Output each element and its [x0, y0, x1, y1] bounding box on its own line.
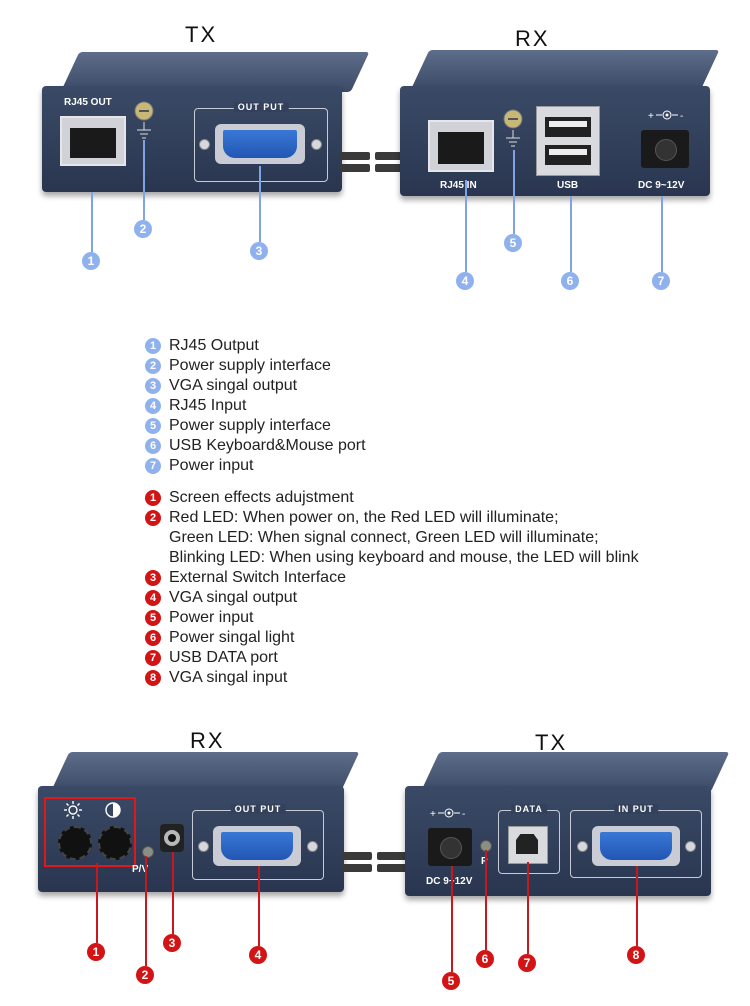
ground-screw-icon — [133, 100, 155, 140]
rj45-output-port[interactable] — [60, 116, 126, 166]
callout-badge-2: 2 — [134, 220, 152, 238]
pv-led — [142, 846, 154, 858]
svg-text:+: + — [648, 111, 654, 122]
contrast-knob[interactable] — [98, 826, 132, 860]
callout-badge-3: 3 — [163, 934, 181, 952]
rx-rj45-label: RJ45 IN — [440, 180, 477, 191]
dc-power-jack[interactable] — [641, 130, 689, 168]
list-item-continuation: Blinking LED: When using keyboard and mo… — [169, 549, 639, 566]
callout-badge-4: 4 — [456, 272, 474, 290]
svg-text:+: + — [430, 809, 436, 820]
callout-badge-4: 4 — [249, 946, 267, 964]
callout-badge-1: 1 — [82, 252, 100, 270]
list-item-continuation: Green LED: When signal connect, Green LE… — [169, 529, 599, 546]
contrast-icon — [104, 801, 122, 819]
brightness-icon — [64, 801, 82, 819]
dc-voltage-label-top: DC 9~12V — [638, 180, 685, 191]
dc-voltage-label-bottom: DC 9~12V — [426, 876, 473, 887]
tx-output-frame: OUT PUT — [194, 102, 328, 182]
svg-text:-: - — [462, 809, 465, 820]
tx-rj45-label: RJ45 OUT — [64, 97, 112, 108]
rx-output-label: OUT PUT — [230, 804, 286, 814]
brightness-knob[interactable] — [58, 826, 92, 860]
dc-power-jack-bottom[interactable] — [428, 828, 472, 866]
callout-badge-6: 6 — [561, 272, 579, 290]
tx-output-label: OUT PUT — [233, 102, 289, 112]
tx-title-top: TX — [185, 22, 218, 47]
svg-text:-: - — [680, 111, 683, 122]
callout-badge-5: 5 — [442, 972, 460, 990]
mounting-bracket — [342, 852, 407, 882]
rx-title-top: RX — [515, 26, 550, 51]
dc-polarity-icon: +- — [648, 108, 688, 122]
rx-title-bottom: RX — [190, 728, 225, 753]
vga-output-port-bottom[interactable] — [213, 826, 301, 866]
usb-label: USB — [557, 180, 579, 191]
callout-badge-2: 2 — [136, 966, 154, 984]
callout-badge-5: 5 — [504, 234, 522, 252]
callout-badge-7: 7 — [518, 954, 536, 972]
usb-data-port[interactable] — [508, 826, 548, 864]
dc-polarity-icon: +- — [430, 806, 470, 820]
tx-title-bottom: TX — [535, 730, 568, 755]
screen-adjust-box — [44, 797, 136, 867]
vga-input-port[interactable] — [592, 826, 680, 866]
callout-badge-6: 6 — [476, 950, 494, 968]
p-label: P — [481, 856, 488, 867]
usb-port[interactable] — [536, 106, 600, 176]
ground-screw-icon — [502, 108, 524, 148]
mounting-bracket — [340, 152, 405, 182]
callout-badge-3: 3 — [250, 242, 268, 260]
external-switch-jack[interactable] — [160, 824, 184, 852]
input-label: IN PUT — [614, 804, 658, 814]
rj45-input-port[interactable] — [428, 120, 494, 172]
pv-label: P/V — [132, 864, 149, 875]
callout-badge-7: 7 — [652, 272, 670, 290]
callout-badge-8: 8 — [627, 946, 645, 964]
vga-output-port[interactable] — [215, 124, 305, 164]
data-label: DATA — [511, 804, 547, 814]
callout-badge-1: 1 — [87, 943, 105, 961]
data-frame: DATA — [498, 804, 560, 874]
